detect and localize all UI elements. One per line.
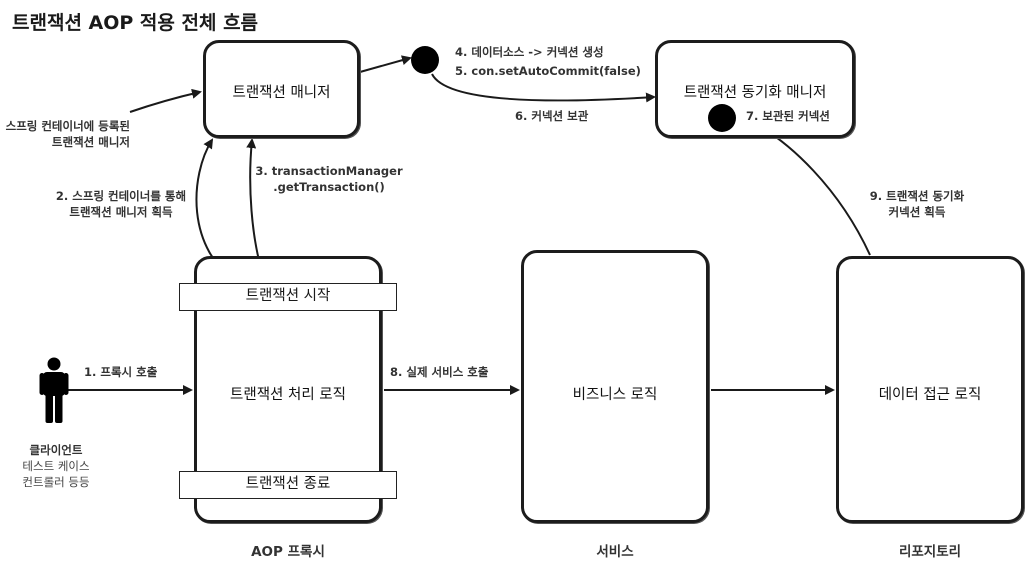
data-access-label: 데이터 접근 로직 [878, 387, 982, 403]
caption-repository: 리포지토리 [898, 544, 962, 560]
note-step-9: 9. 트랜잭션 동기화 커넥션 획득 [869, 189, 965, 219]
note-spring-registered: 스프링 컨테이너에 등록된 트랜잭션 매니저 [5, 119, 130, 149]
page-title: 트랜잭션 AOP 적용 전체 흐름 [12, 12, 259, 34]
transaction-manager-box: 트랜잭션 매니저 [203, 40, 360, 138]
arrow-dot-to-sync-manager [431, 73, 656, 103]
note-step-2: 2. 스프링 컨테이너를 통해 트랜잭션 매니저 획득 [55, 189, 187, 219]
transaction-end-bar: 트랜잭션 종료 [179, 471, 397, 499]
repository-box: 데이터 접근 로직 [836, 256, 1024, 523]
transaction-manager-label: 트랜잭션 매니저 [232, 85, 331, 101]
arrow-registered-to-manager [129, 88, 202, 113]
connection-dot-icon [411, 46, 439, 74]
note-step-4: 4. 데이터소스 -> 커넥션 생성 [455, 45, 604, 59]
person-icon [39, 357, 69, 423]
service-box: 비즈니스 로직 [521, 250, 709, 523]
arrow-repository-to-sync-dot [744, 117, 871, 256]
note-step-1: 1. 프록시 호출 [84, 365, 158, 379]
transaction-start-bar: 트랜잭션 시작 [179, 283, 397, 311]
note-step-7: 7. 보관된 커넥션 [746, 109, 830, 123]
stored-connection-dot-icon [708, 104, 736, 132]
business-logic-label: 비즈니스 로직 [572, 387, 658, 403]
arrow-manager-to-dot [359, 55, 412, 73]
sync-manager-box: 트랜잭션 동기화 매니저 [655, 40, 855, 138]
note-step-3: 3. transactionManager .getTransaction() [255, 164, 403, 194]
caption-aop-proxy: AOP 프록시 [251, 544, 325, 560]
sync-manager-label: 트랜잭션 동기화 매니저 [683, 85, 827, 101]
client-label: 클라이언트 테스트 케이스 컨트롤러 등등 [22, 443, 90, 489]
note-step-5: 5. con.setAutoCommit(false) [455, 64, 641, 78]
caption-service: 서비스 [596, 544, 634, 560]
note-step-6: 6. 커넥션 보관 [515, 109, 589, 123]
note-step-8: 8. 실제 서비스 호출 [390, 365, 489, 379]
proxy-logic-label: 트랜잭션 처리 로직 [230, 387, 346, 403]
